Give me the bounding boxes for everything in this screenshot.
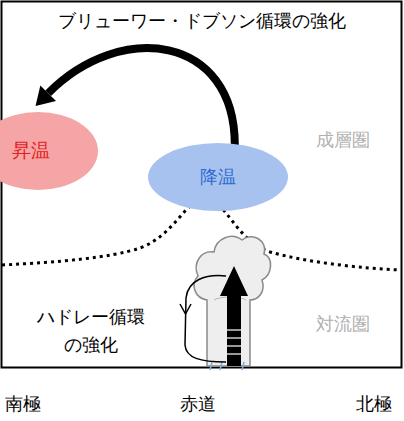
axis-label: 北極 (356, 392, 392, 416)
axis-label: 南極 (5, 392, 41, 416)
cooling-ellipse: 降温 (148, 143, 288, 211)
layer-label: 成層圏 (316, 128, 370, 152)
layer-label: 対流圏 (316, 312, 370, 336)
hadley-loop (180, 276, 226, 362)
circulation-label: ハドレー循環の強化 (34, 303, 148, 359)
warming-ellipse: 昇温 (0, 112, 96, 190)
edge-label: ブリューワー・ドブソン循環の強化 (58, 9, 346, 33)
arrow-head (36, 85, 56, 106)
updraft-arrow (220, 266, 248, 366)
axis-label: 赤道 (180, 392, 216, 416)
node-text: 降温 (200, 165, 236, 189)
ellipse-fill (0, 112, 98, 190)
node-text: 昇温 (12, 138, 50, 164)
ellipse-fill (148, 143, 288, 211)
cumulus-cloud (194, 236, 270, 370)
